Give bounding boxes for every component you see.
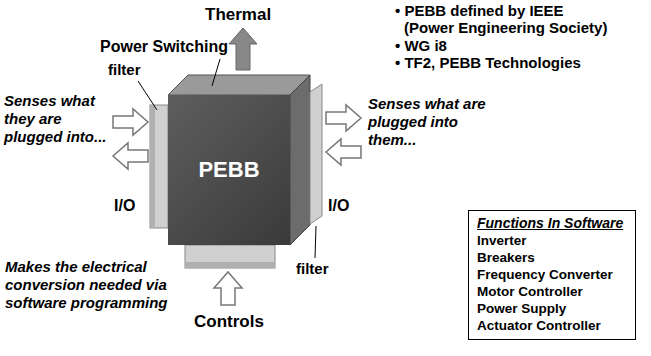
cube-side-face	[290, 75, 310, 245]
cube-top-face	[168, 75, 310, 95]
input-arrow	[326, 139, 361, 165]
box-text: Power Supply	[477, 300, 627, 317]
functions-box: Functions In SoftwareInverterBreakersFre…	[468, 210, 636, 340]
label-text: filter	[108, 61, 141, 79]
label-text: • PEBB defined by IEEE	[395, 2, 564, 20]
label-text: Thermal	[205, 5, 271, 25]
box-heading: Functions In Software	[477, 215, 627, 232]
box-text: Inverter	[477, 232, 627, 249]
output-arrow	[113, 143, 148, 169]
node-texts: Functions In SoftwareInverterBreakersFre…	[477, 215, 627, 334]
label-text: Makes the electrical conversion needed v…	[5, 258, 185, 312]
controls-arrow	[214, 272, 242, 305]
label-text: I/O	[328, 196, 349, 215]
leader-line	[212, 59, 220, 86]
left-filter-edge	[150, 105, 155, 228]
box-text: Actuator Controller	[477, 317, 627, 334]
controls-panel	[185, 245, 275, 268]
controls-panel-edge	[185, 262, 275, 268]
leader-line	[138, 81, 157, 110]
box-text: Frequency Converter	[477, 266, 627, 283]
right-filter-panel	[310, 84, 322, 224]
label-text: • WG i8	[395, 37, 447, 55]
box-text: Breakers	[477, 249, 627, 266]
label-text: Controls	[194, 312, 264, 332]
input-arrow	[113, 109, 148, 135]
label-text: Senses what they are plugged into...	[4, 92, 112, 146]
label-text: I/O	[114, 196, 135, 215]
box-text: PEBB	[198, 157, 259, 183]
label-text: Senses what are plugged into them...	[368, 95, 500, 149]
pebb-module: PEBB	[168, 95, 290, 245]
thermal-arrow	[229, 28, 257, 70]
label-text: • TF2, PEBB Technologies	[395, 54, 581, 72]
label-text: filter	[296, 260, 329, 278]
label-text: Power Switching	[100, 37, 228, 56]
left-filter-panel	[150, 105, 168, 228]
output-arrow	[326, 105, 361, 131]
box-text: Motor Controller	[477, 283, 627, 300]
node-texts: PEBB	[198, 157, 259, 183]
label-text: (Power Engineering Society)	[404, 19, 607, 37]
leader-line	[315, 226, 316, 258]
